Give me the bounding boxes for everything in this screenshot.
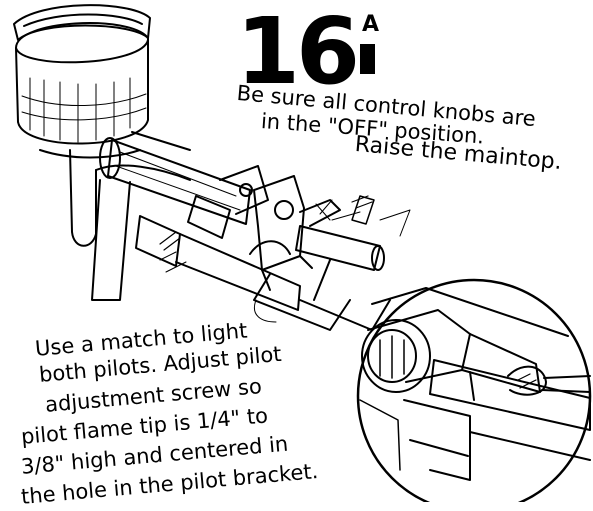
step-number: 16 <box>236 0 360 105</box>
burner-tube-drawing <box>69 131 301 311</box>
hatch-marks-drawing <box>159 195 373 251</box>
step-suffix: A <box>362 12 380 37</box>
step-number-dot <box>360 44 375 74</box>
burner-cap-drawing <box>13 4 151 159</box>
detail-magnifier-drawing <box>356 278 592 502</box>
right-tube-drawing <box>159 195 411 331</box>
pilot-bracket-drawing <box>249 175 341 291</box>
